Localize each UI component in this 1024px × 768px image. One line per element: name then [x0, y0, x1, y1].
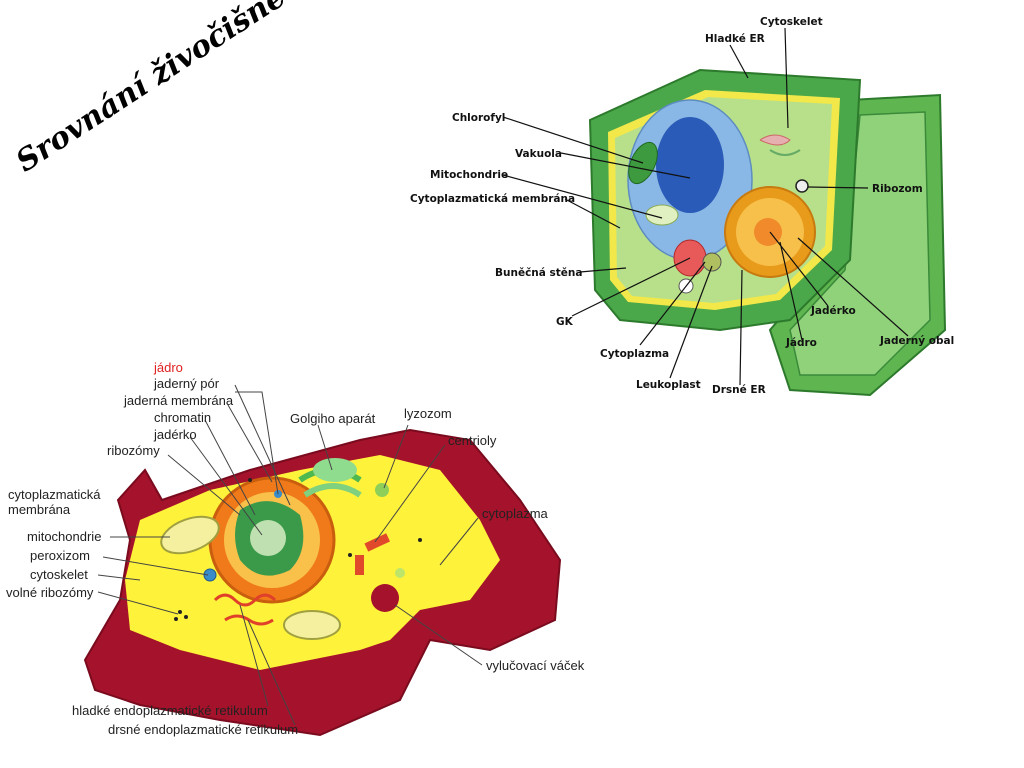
animal-label-jaderna-membrana: jaderná membrána	[123, 393, 234, 408]
mitochondrion	[645, 204, 679, 226]
mitochondrion-a	[160, 515, 220, 555]
animal-cell: jádro jaderný pór jaderná membrána chrom…	[6, 360, 585, 737]
secretory-vesicle	[371, 584, 399, 612]
plant-label-leukoplast: Leukoplast	[636, 379, 701, 391]
animal-label-cytoplazmaticka-1: cytoplazmatická	[8, 487, 101, 502]
plant-label-vakuola: Vakuola	[515, 148, 562, 160]
golgi-2	[303, 483, 362, 498]
animal-label-jaderny-por: jaderný pór	[153, 376, 220, 391]
plant-label-jadro: Jádro	[785, 337, 817, 349]
golgi-cisterna	[313, 458, 357, 482]
plant-label-drsne-er: Drsné ER	[712, 384, 766, 396]
plant-cell-wall-side-inner	[789, 111, 931, 376]
animal-label-golgiho-aparat: Golgiho aparát	[290, 411, 376, 426]
animal-label-cytoplazma: cytoplazma	[482, 506, 549, 521]
animal-label-jaderko: jadérko	[153, 427, 197, 442]
animal-label-peroxizom: peroxizom	[30, 548, 90, 563]
animal-label-chromatin: chromatin	[154, 410, 211, 425]
plant-label-cytoplazmaticka-membrana: Cytoplazmatická membrána	[410, 193, 575, 205]
plant-label-mitochondrie: Mitochondrie	[430, 169, 508, 181]
plant-cell: Cytoskelet Hladké ER Chlorofyl Vakuola M…	[410, 16, 954, 397]
animal-label-vylucovaci-vacek: vylučovací váček	[486, 658, 585, 673]
animal-label-jadro: jádro	[153, 360, 183, 375]
vesicle-small	[395, 568, 405, 578]
plant-label-cytoskelet: Cytoskelet	[760, 16, 823, 28]
animal-label-mitochondrie: mitochondrie	[27, 529, 101, 544]
smooth-er	[759, 134, 791, 146]
plant-label-jaderny-obal: Jaderný obal	[879, 335, 954, 347]
plant-label-jaderko: Jadérko	[810, 305, 856, 317]
mitochondrion-b	[283, 610, 341, 640]
centriole-b	[355, 555, 364, 575]
centriole-a	[364, 533, 390, 552]
plant-label-chlorofyl: Chlorofyl	[452, 112, 505, 124]
animal-label-ribozomy: ribozómy	[107, 443, 160, 458]
animal-label-cytoskelet: cytoskelet	[30, 567, 88, 582]
vacuole-core	[656, 117, 724, 213]
plant-label-cytoplazma: Cytoplazma	[600, 348, 669, 360]
animal-label-lyzozom: lyzozom	[404, 406, 452, 421]
animal-label-hladke-er: hladké endoplazmatické retikulum	[72, 703, 268, 718]
plant-label-ribozom: Ribozom	[872, 183, 923, 195]
ribosome	[795, 179, 809, 193]
lysosome	[375, 483, 389, 497]
leukoplast	[702, 252, 722, 272]
animal-label-volne-ribozomy: volné ribozómy	[6, 585, 94, 600]
animal-label-drsne-er: drsné endoplazmatické retikulum	[108, 722, 298, 737]
smooth-er	[213, 593, 277, 607]
peroxisome	[203, 568, 217, 582]
plant-label-gk: GK	[556, 316, 574, 328]
plant-label-hladke-er: Hladké ER	[705, 33, 765, 45]
animal-label-cytoplazmaticka-2: membrána	[8, 502, 71, 517]
cytoskeleton	[769, 149, 801, 156]
animal-nucleolus	[250, 520, 286, 556]
plant-label-bunecna-stena: Buněčná stěna	[495, 267, 582, 279]
rough-er	[224, 614, 274, 626]
animal-label-centrioly: centrioly	[448, 433, 497, 448]
